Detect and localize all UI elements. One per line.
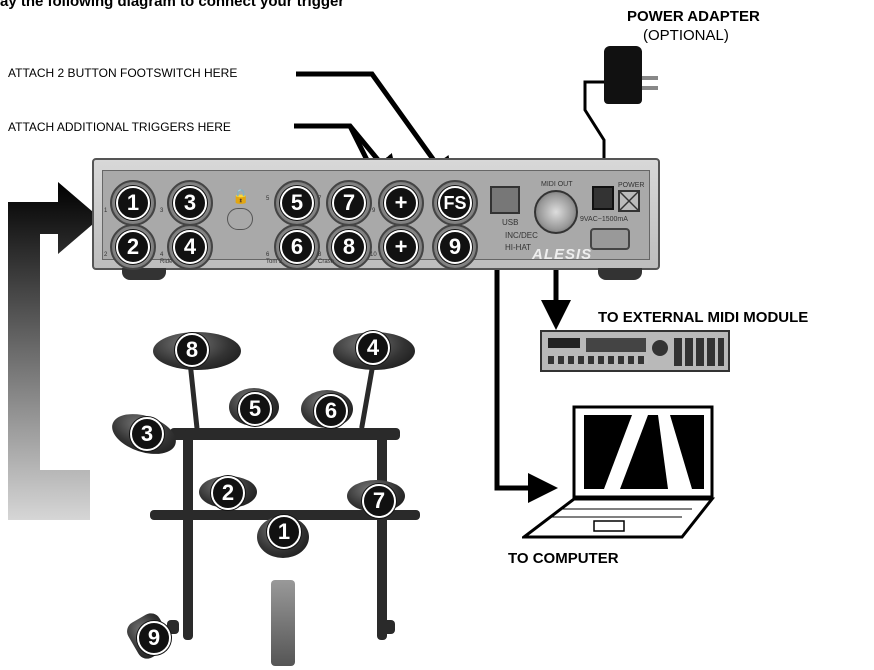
jack-1-badge: 1 <box>116 186 150 220</box>
panel-foot-right <box>598 268 642 280</box>
hi-hat-label: HI-HAT <box>505 243 532 252</box>
laptop-image <box>522 405 716 539</box>
panel-label-4: 4 <box>160 252 164 258</box>
midi-out-port[interactable] <box>534 190 578 234</box>
midi-module-label: TO EXTERNAL MIDI MODULE <box>598 309 809 326</box>
optional-label: (OPTIONAL) <box>643 27 729 44</box>
jack-7-badge: 7 <box>332 186 366 220</box>
jack-4-badge: 4 <box>173 230 207 264</box>
mount-hole-icon <box>227 208 253 230</box>
pad-5-badge: 5 <box>238 392 272 426</box>
panel-label-ride: Ride <box>160 259 173 265</box>
panel-foot-left <box>122 268 166 280</box>
inc-dec-label: INC/DEC <box>505 231 538 240</box>
panel-label-2: 2 <box>104 252 108 258</box>
jack-8-badge: 8 <box>332 230 366 264</box>
jack-plus-top-badge: + <box>384 186 418 220</box>
kit-to-panel-arrow <box>8 182 100 520</box>
kick-pedal <box>271 580 295 666</box>
power-adapter-label: POWER ADAPTER <box>627 8 760 25</box>
panel-label-1: 1 <box>104 208 108 214</box>
pad-1-badge: 1 <box>267 515 301 549</box>
jack-plus-bottom-badge: + <box>384 230 418 264</box>
panel-label-9: 9 <box>372 208 376 214</box>
pad-6-badge: 6 <box>314 394 348 428</box>
jack-5-badge: 5 <box>280 186 314 220</box>
usb-port[interactable] <box>490 186 520 214</box>
panel-label-8: 8 <box>318 252 322 258</box>
cable-clip <box>590 228 630 250</box>
panel-label-tom2: Tom 2 <box>266 259 283 265</box>
pad-3-badge: 3 <box>130 417 164 451</box>
midi-out-label: MIDI OUT <box>541 181 573 188</box>
panel-label-7: 7 <box>318 196 322 202</box>
jack-9-badge: 9 <box>438 230 472 264</box>
computer-label: TO COMPUTER <box>508 550 619 567</box>
jack-3-badge: 3 <box>173 186 207 220</box>
pad-2-badge: 2 <box>211 476 245 510</box>
panel-label-10: 10 <box>370 252 377 258</box>
midi-module-image <box>540 330 730 372</box>
panel-label-3: 3 <box>160 208 164 214</box>
drum-kit <box>95 320 475 670</box>
voltage-label: 9VAC~1500mA <box>580 216 628 223</box>
lock-icon: 🔒 <box>232 188 250 204</box>
jack-6-badge: 6 <box>280 230 314 264</box>
panel-label-6: 6 <box>266 252 270 258</box>
jack-2-badge: 2 <box>116 230 150 264</box>
panel-label-crash: Crash <box>318 259 335 265</box>
pad-8-badge: 8 <box>175 333 209 367</box>
footswitch-label: ATTACH 2 BUTTON FOOTSWITCH HERE <box>8 66 238 80</box>
jack-fs-badge: FS <box>438 186 472 220</box>
power-label: POWER <box>618 182 645 189</box>
power-adapter-image <box>604 46 658 104</box>
intro-text: ay the following diagram to connect your… <box>0 0 345 10</box>
brand-logo: ALESIS <box>532 246 593 263</box>
pad-4-badge: 4 <box>356 331 390 365</box>
usb-label: USB <box>502 218 519 227</box>
power-switch-cross-icon <box>620 192 638 210</box>
pad-9-badge: 9 <box>137 621 171 655</box>
pad-7-badge: 7 <box>362 484 396 518</box>
panel-label-5: 5 <box>266 196 270 202</box>
power-jack[interactable] <box>592 186 614 210</box>
triggers-label: ATTACH ADDITIONAL TRIGGERS HERE <box>8 120 231 134</box>
